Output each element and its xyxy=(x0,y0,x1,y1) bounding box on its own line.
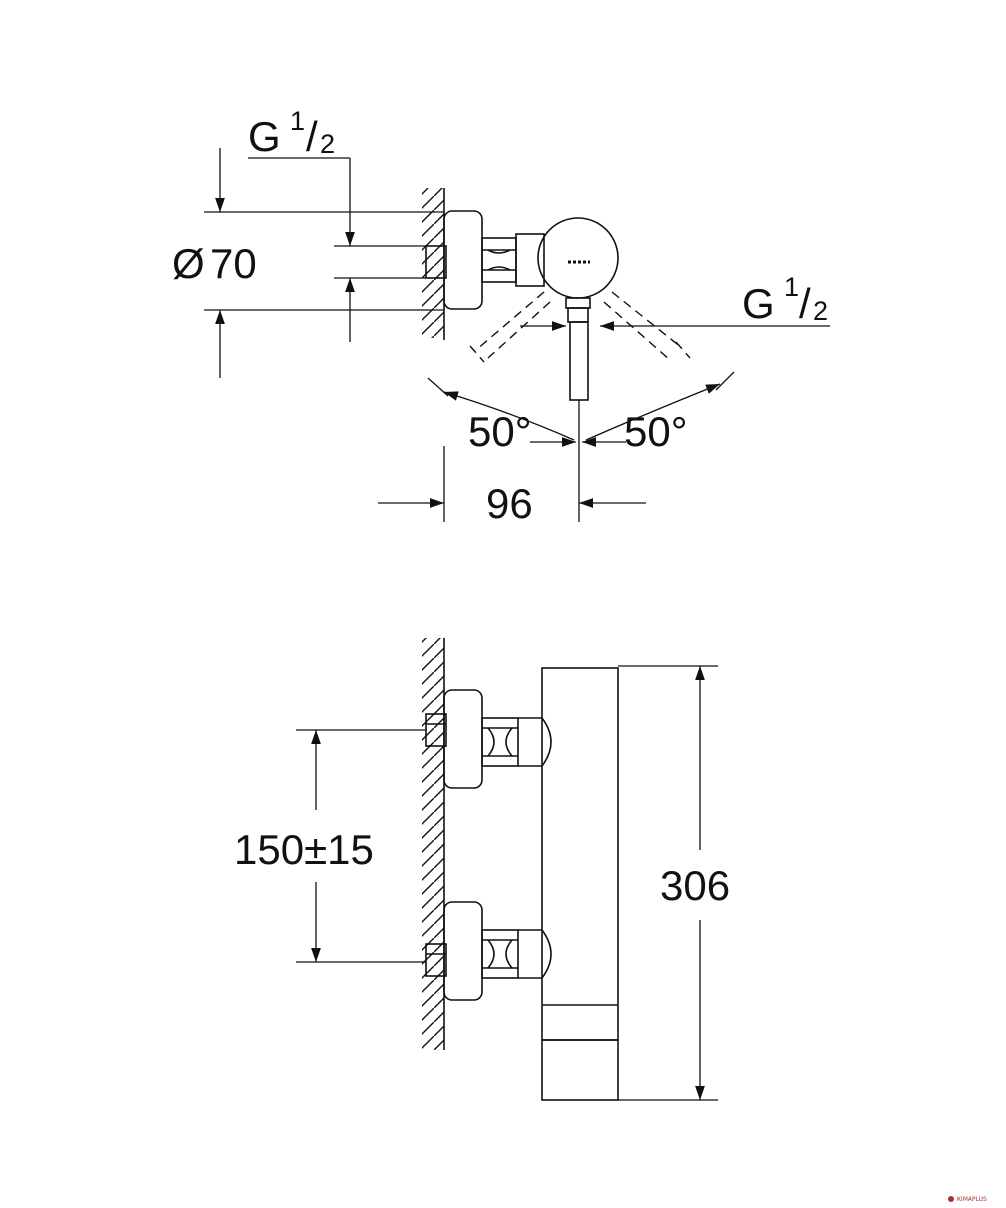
top-rosette xyxy=(443,210,483,310)
outlet-thread-slash: / xyxy=(799,280,811,327)
top-lever xyxy=(565,297,591,401)
diameter-value: 70 xyxy=(210,240,257,287)
projection-label: 96 xyxy=(486,480,533,527)
inlet-thread-denominator: 2 xyxy=(320,129,335,159)
side-view xyxy=(296,638,718,1101)
top-body xyxy=(537,217,619,299)
top-connector xyxy=(515,233,545,287)
top-inlet-stub xyxy=(425,245,447,279)
inlet-thread-numerator: 1 xyxy=(290,106,305,136)
upper-connection xyxy=(425,689,552,789)
top-hex-nut xyxy=(481,237,517,283)
top-swing-lines xyxy=(469,291,691,363)
inlet-thread-slash: / xyxy=(306,113,318,160)
outlet-thread-letter: G xyxy=(742,280,775,327)
diameter-symbol: Ø xyxy=(172,240,205,287)
angle-left-label: 50° xyxy=(468,408,532,455)
mixer-body xyxy=(541,667,619,1101)
connection-distance-label: 150±15 xyxy=(234,826,374,873)
top-view xyxy=(204,148,830,522)
outlet-thread-denominator: 2 xyxy=(813,296,828,326)
watermark-logo-icon xyxy=(948,1196,954,1202)
watermark: KIMAPLUS xyxy=(948,1196,987,1203)
inlet-thread-letter: G xyxy=(248,113,281,160)
outlet-thread-numerator: 1 xyxy=(784,272,799,302)
lower-connection xyxy=(425,901,552,1001)
watermark-text: KIMAPLUS xyxy=(957,1196,987,1203)
angle-right-label: 50° xyxy=(624,408,688,455)
side-wall xyxy=(422,638,445,1050)
total-height-label: 306 xyxy=(660,862,730,909)
